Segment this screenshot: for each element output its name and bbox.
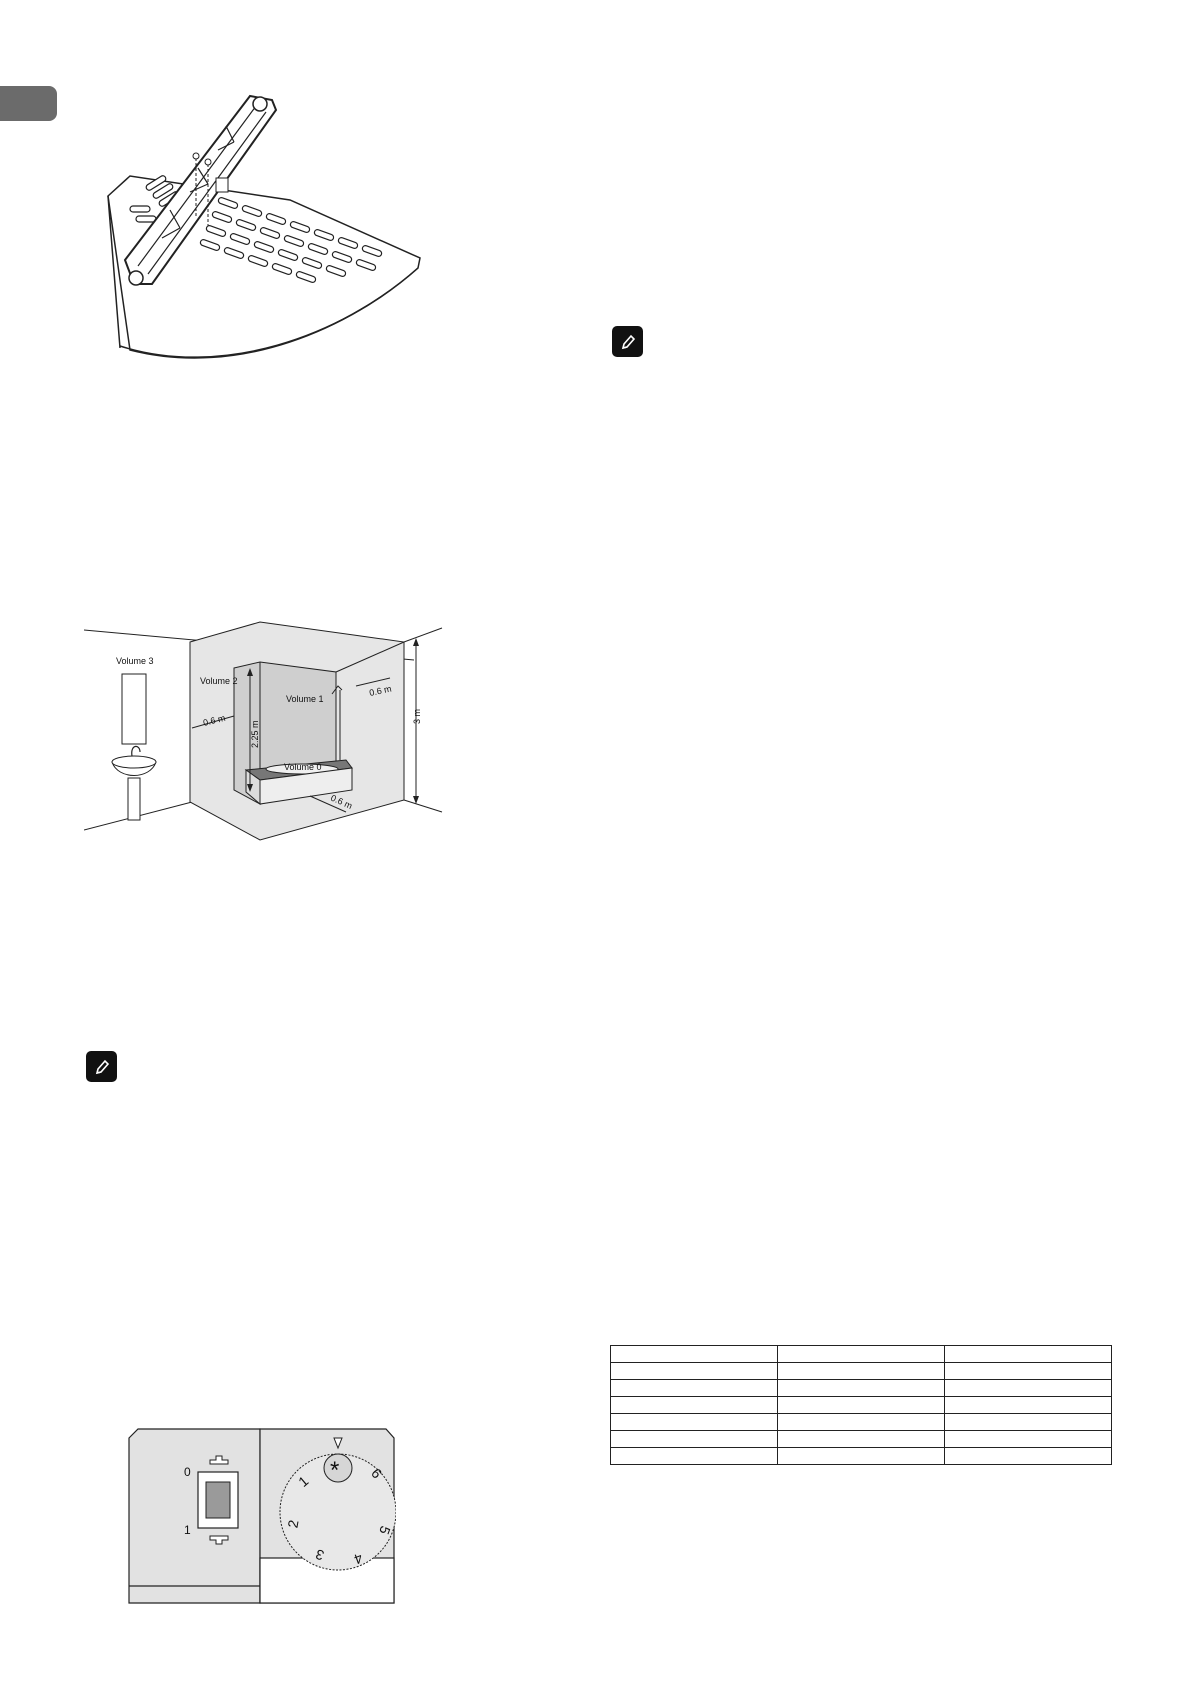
- table-cell: [944, 1379, 1112, 1397]
- volume3-label: Volume 3: [116, 656, 154, 666]
- table-cell: [944, 1396, 1112, 1414]
- spec-table: [610, 1345, 1112, 1465]
- table-row: [610, 1379, 1112, 1397]
- table-cell: [610, 1362, 778, 1380]
- table-cell: [777, 1379, 945, 1397]
- table-row: [610, 1345, 1112, 1363]
- language-tab: [0, 86, 57, 121]
- note-pencil-icon: [86, 1051, 117, 1082]
- volume0-label: Volume 0: [284, 762, 322, 772]
- switch-on-label: 1: [184, 1523, 191, 1537]
- control-panel-illustration: 0 1 * 1 2 3 4 5 6: [128, 1428, 396, 1604]
- table-cell: [944, 1430, 1112, 1448]
- dial-mark-2: 2: [284, 1518, 301, 1529]
- volume1-label: Volume 1: [286, 694, 324, 704]
- table-cell: [944, 1362, 1112, 1380]
- table-cell: [777, 1345, 945, 1363]
- table-cell: [777, 1362, 945, 1380]
- table-cell: [944, 1413, 1112, 1431]
- table-cell: [777, 1447, 945, 1465]
- table-row: [610, 1430, 1112, 1448]
- table-cell: [610, 1430, 778, 1448]
- table-row: [610, 1447, 1112, 1465]
- table-row: [610, 1362, 1112, 1380]
- table-cell: [777, 1413, 945, 1431]
- table-cell: [944, 1345, 1112, 1363]
- note-pencil-icon: [612, 326, 643, 357]
- table-cell: [610, 1413, 778, 1431]
- table-cell: [777, 1396, 945, 1414]
- dial-frost-symbol: *: [330, 1457, 339, 1484]
- table-cell: [944, 1447, 1112, 1465]
- bracket-mounting-illustration: [107, 94, 421, 359]
- table-cell: [610, 1345, 778, 1363]
- table-cell: [610, 1396, 778, 1414]
- table-row: [610, 1413, 1112, 1431]
- switch-off-label: 0: [184, 1465, 191, 1479]
- table-row: [610, 1396, 1112, 1414]
- table-cell: [777, 1430, 945, 1448]
- table-cell: [610, 1379, 778, 1397]
- dim-height-inner-label: 2.25 m: [250, 720, 260, 748]
- dim-right-label: 0.6 m: [368, 683, 392, 697]
- dim-height-total-label: 3 m: [412, 709, 422, 724]
- volume2-label: Volume 2: [200, 676, 238, 686]
- table-cell: [610, 1447, 778, 1465]
- bathroom-zones-diagram: Volume 3 Volume 2 Volume 1 Volume 0 0.6 …: [84, 621, 443, 841]
